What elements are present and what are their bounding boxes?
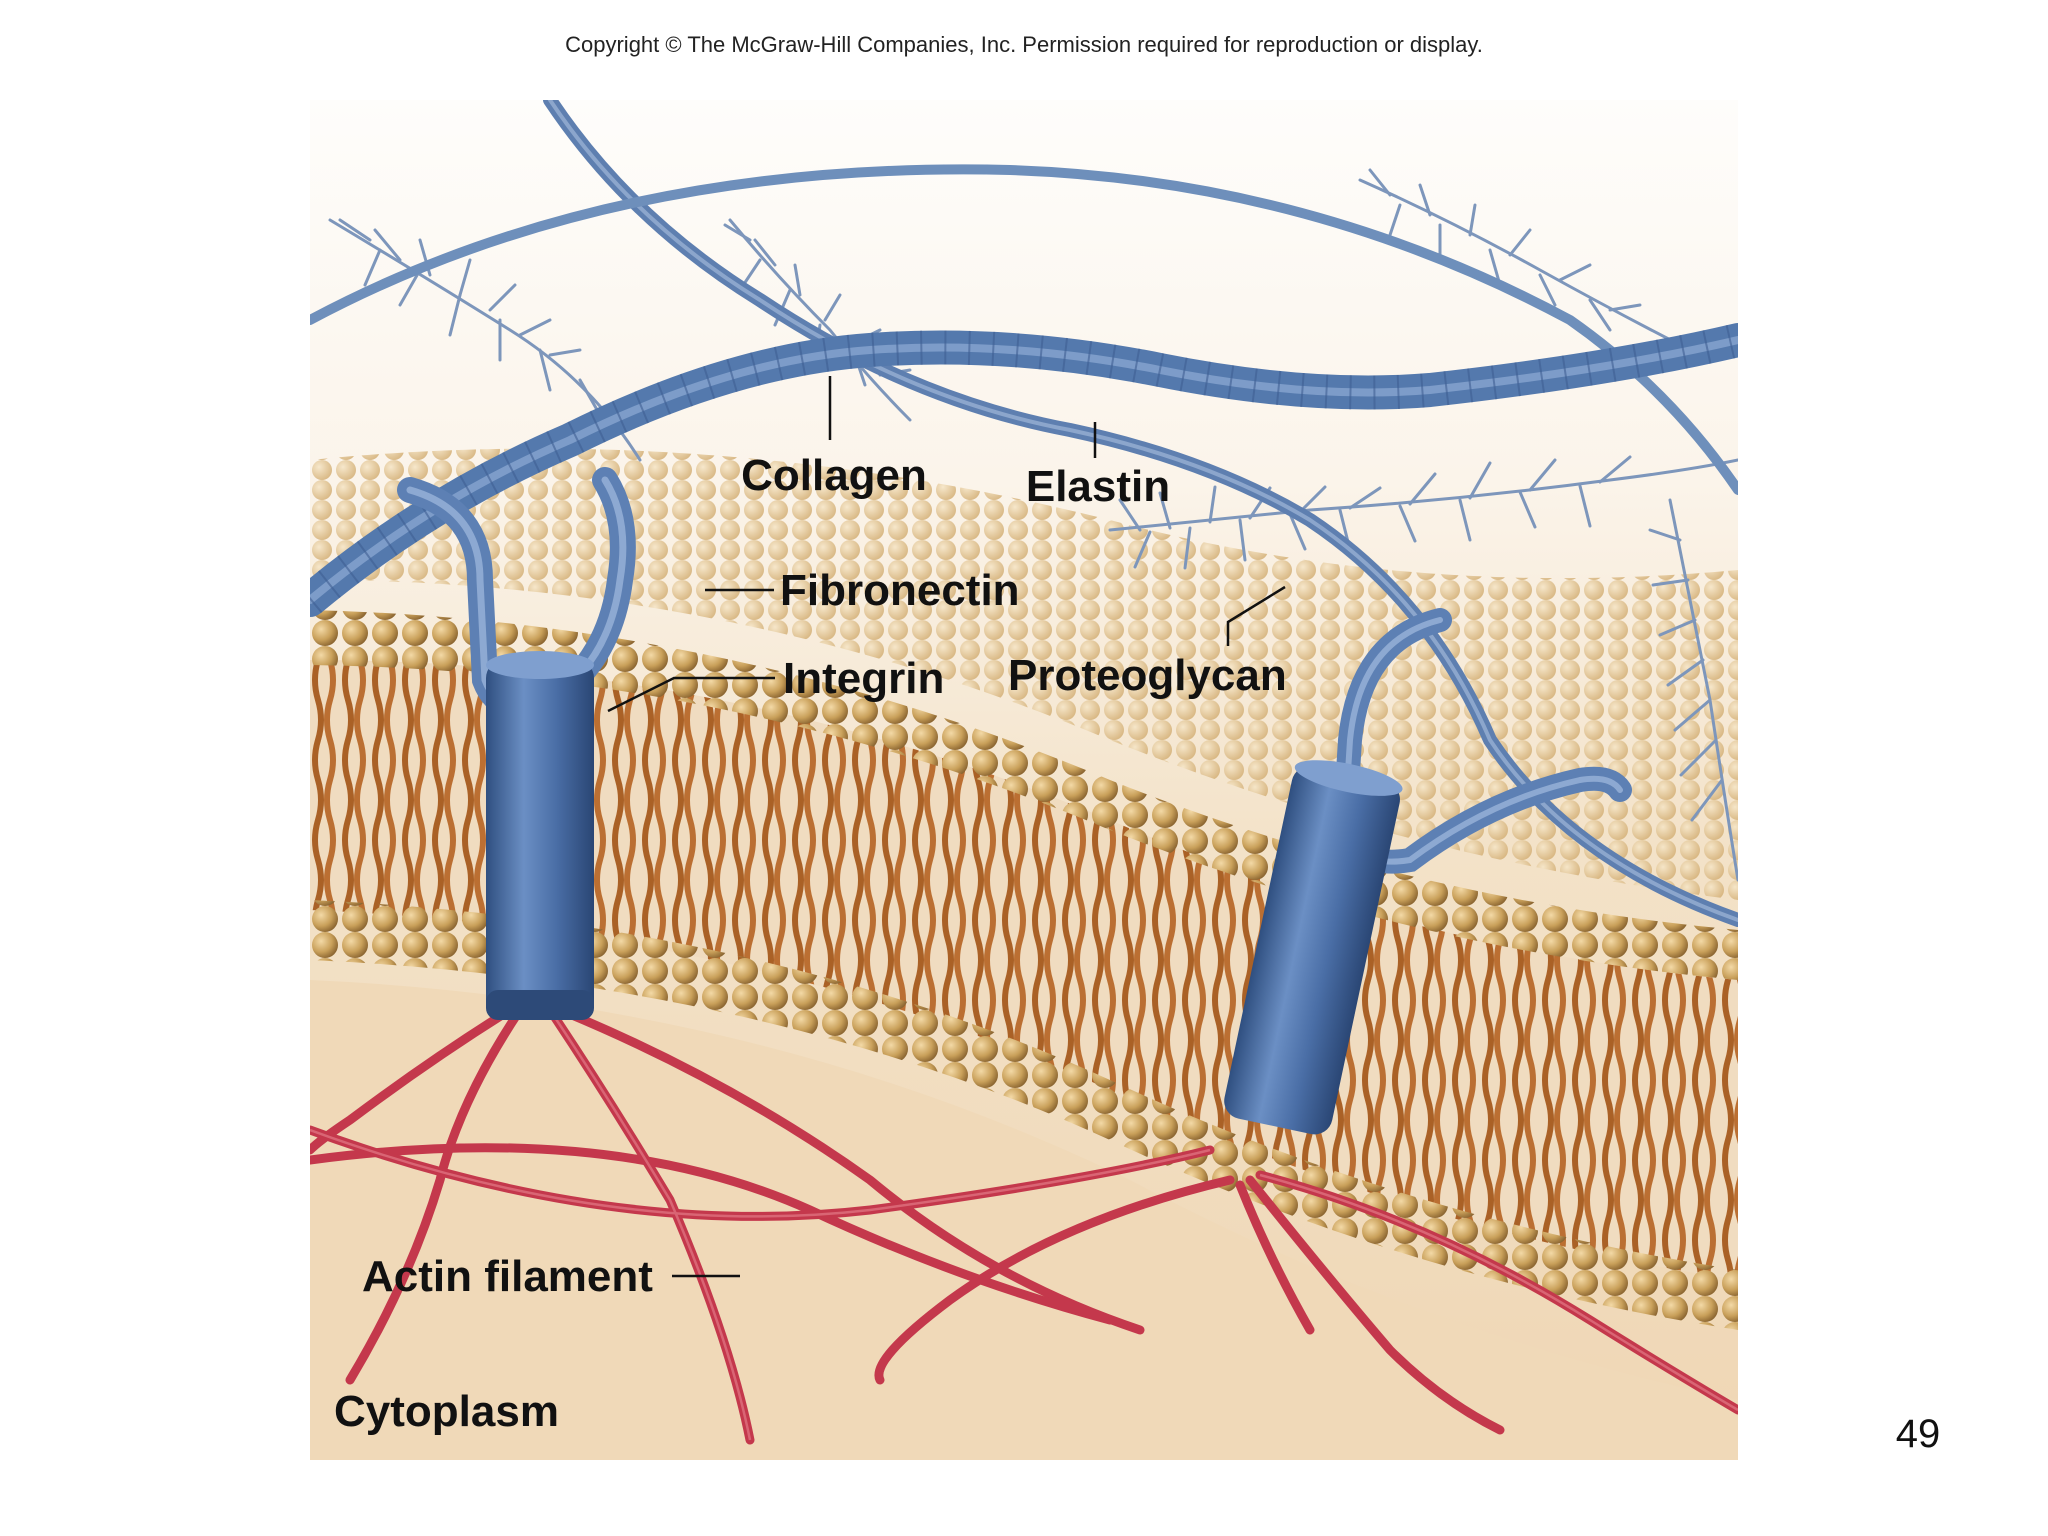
label-cytoplasm: Cytoplasm bbox=[334, 1387, 559, 1436]
extracellular-matrix-diagram: Collagen Elastin Fibronectin Integrin Pr… bbox=[310, 100, 1738, 1460]
label-elastin: Elastin bbox=[1026, 462, 1170, 511]
label-collagen: Collagen bbox=[741, 451, 927, 500]
proteoglycan-branches bbox=[328, 168, 1738, 882]
diagram-svg: Collagen Elastin Fibronectin Integrin Pr… bbox=[310, 100, 1738, 1460]
copyright-notice: Copyright © The McGraw-Hill Companies, I… bbox=[565, 32, 1483, 57]
integrin-leader bbox=[607, 676, 775, 713]
integrin-right bbox=[1224, 760, 1403, 1135]
leader-lines bbox=[607, 376, 1286, 1278]
label-fibronectin: Fibronectin bbox=[780, 566, 1020, 615]
label-actin-filament: Actin filament bbox=[362, 1252, 653, 1301]
integrin-left bbox=[486, 651, 594, 1020]
proteoglycan-leader bbox=[1226, 585, 1286, 646]
collagen-fiber bbox=[310, 323, 1738, 617]
label-proteoglycan: Proteoglycan bbox=[1008, 651, 1287, 700]
label-integrin: Integrin bbox=[783, 654, 944, 703]
page-number: 49 bbox=[1895, 1412, 1941, 1456]
fibronectin-right bbox=[1332, 608, 1632, 874]
